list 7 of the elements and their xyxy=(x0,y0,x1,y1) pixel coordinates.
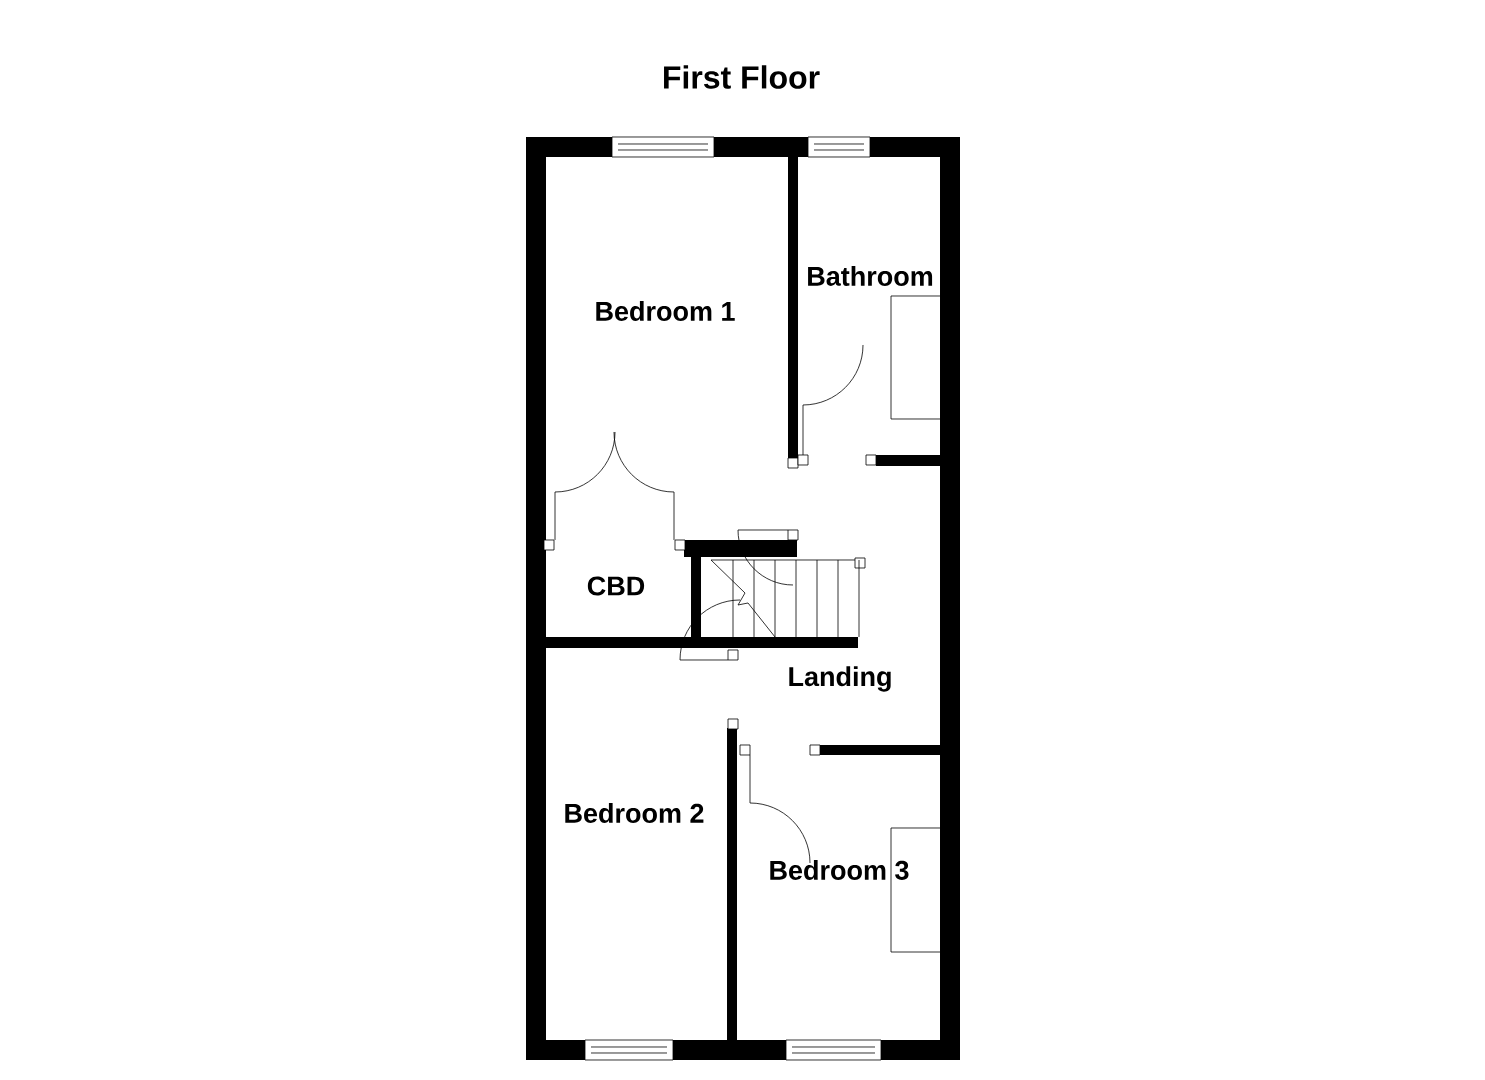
room-label: Bedroom 1 xyxy=(596,301,735,321)
room-label: Bedroom 3 xyxy=(770,860,909,880)
room-label: Landing xyxy=(789,666,891,692)
room-label: Bathroom xyxy=(808,266,933,286)
title: First Floor xyxy=(664,65,820,89)
room-label: Bedroom 2 xyxy=(565,803,704,823)
room-label: CBD xyxy=(587,576,645,596)
